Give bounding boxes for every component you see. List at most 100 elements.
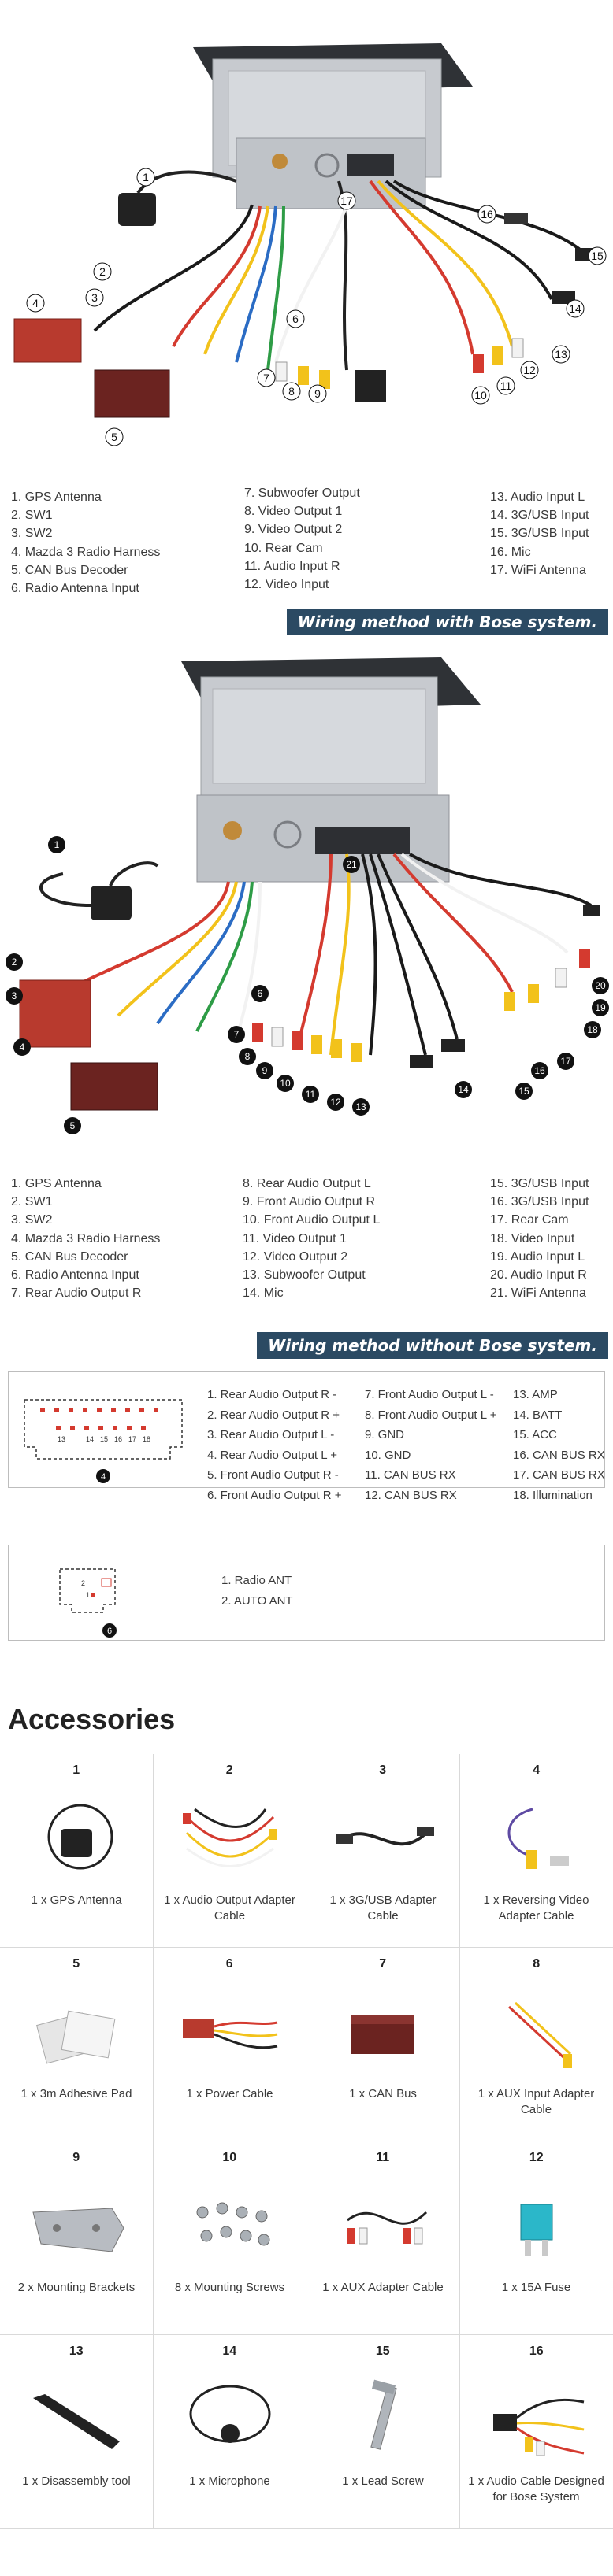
lead-screw-icon <box>370 2379 397 2450</box>
accessory-item: 10 8 x Mounting Screws <box>153 2141 306 2335</box>
bose-cable-icon <box>492 2398 584 2456</box>
adhesive-pad-icon <box>35 2010 116 2064</box>
canbus-box-icon <box>351 2015 414 2054</box>
head-unit-wiring-illustration-1: 1 2 3 4 5 6 7 8 9 10 11 12 13 14 15 16 1… <box>13 43 607 446</box>
svg-text:4: 4 <box>32 297 39 309</box>
gps-antenna-icon <box>47 1804 113 1870</box>
accessory-item: 1 1 x GPS Antenna <box>0 1754 154 1948</box>
svg-text:18: 18 <box>143 1435 150 1443</box>
svg-text:6: 6 <box>292 313 299 325</box>
svg-text:11: 11 <box>306 1089 316 1100</box>
wiring-diagram-with-bose: 1 2 3 4 5 6 7 8 9 10 11 12 13 14 15 16 1… <box>0 0 613 472</box>
svg-text:6: 6 <box>107 1627 112 1636</box>
power-harness-icon <box>182 2019 277 2049</box>
connector-4-pinout: 13 14 15 16 17 18 4 1. Rear Audio Output R -… <box>8 1371 605 1502</box>
microphone-icon <box>189 2385 270 2443</box>
svg-text:21: 21 <box>346 859 357 870</box>
screws-icon <box>196 2202 269 2246</box>
svg-text:2: 2 <box>81 1579 85 1587</box>
banner-without-bose: Wiring method without Bose system. <box>257 1332 608 1359</box>
accessories-title: Accessories <box>8 1703 176 1735</box>
wiring-diagram-without-bose: 1 2 3 4 5 6 7 8 9 10 11 12 13 14 15 16 1… <box>0 646 613 1157</box>
accessory-item: 8 1 x AUX Input Adapter Cable <box>459 1948 613 2141</box>
connector-6-diagram: 2 1 6 <box>59 1568 117 1638</box>
accessory-item: 3 1 x 3G/USB Adapter Cable <box>306 1754 460 1948</box>
svg-text:10: 10 <box>280 1078 291 1089</box>
svg-text:16: 16 <box>114 1435 122 1443</box>
svg-text:10: 10 <box>474 389 487 402</box>
svg-text:20: 20 <box>595 980 606 991</box>
accessory-item: 13 1 x Disassembly tool <box>0 2335 154 2529</box>
svg-text:2: 2 <box>12 957 17 968</box>
svg-text:1: 1 <box>86 1591 90 1599</box>
svg-text:13: 13 <box>355 1101 366 1112</box>
accessory-item: 5 1 x 3m Adhesive Pad <box>0 1948 154 2141</box>
svg-text:14: 14 <box>569 302 581 315</box>
banner-with-bose: Wiring method with Bose system. <box>286 609 608 635</box>
svg-text:3: 3 <box>12 990 17 1001</box>
svg-text:15: 15 <box>591 250 604 262</box>
accessory-item: 4 1 x Reversing Video Adapter Cable <box>459 1754 613 1948</box>
connector-4-col2: 7. Front Audio Output L -8. Front Audio … <box>365 1388 497 1502</box>
svg-text:5: 5 <box>70 1120 76 1131</box>
svg-text:13: 13 <box>58 1435 65 1443</box>
svg-text:5: 5 <box>111 431 117 443</box>
callout-1: 1 <box>143 171 149 183</box>
accessory-item: 2 1 x Audio Output Adapter Cable <box>153 1754 306 1948</box>
rca-cable-icon <box>182 1808 277 1867</box>
svg-text:6: 6 <box>258 988 263 999</box>
svg-text:1: 1 <box>54 839 60 850</box>
svg-text:12: 12 <box>523 364 536 376</box>
svg-text:13: 13 <box>555 348 567 361</box>
usb-cable-icon <box>336 1827 434 1846</box>
svg-text:14: 14 <box>86 1435 94 1443</box>
svg-text:7: 7 <box>234 1029 240 1040</box>
svg-text:17: 17 <box>340 194 353 207</box>
svg-text:3: 3 <box>91 291 98 304</box>
accessory-item: 9 2 x Mounting Brackets <box>0 2141 154 2335</box>
svg-text:19: 19 <box>595 1002 606 1013</box>
svg-text:15: 15 <box>100 1435 108 1443</box>
svg-text:17: 17 <box>128 1435 136 1443</box>
accessory-item: 7 1 x CAN Bus <box>306 1948 460 2141</box>
svg-text:9: 9 <box>314 387 321 400</box>
accessory-item: 16 1 x Audio Cable Designed for Bose Sys… <box>459 2335 613 2529</box>
accessory-item: 12 1 x 15A Fuse <box>459 2141 613 2335</box>
svg-text:15: 15 <box>518 1086 529 1097</box>
connector-4-diagram: 13 14 15 16 17 18 4 <box>24 1399 183 1483</box>
bracket-icon <box>32 2208 124 2252</box>
accessory-item: 6 1 x Power Cable <box>153 1948 306 2141</box>
svg-text:9: 9 <box>262 1065 268 1076</box>
aux-adapter-icon <box>347 2211 428 2245</box>
aux-cable-icon <box>507 2001 572 2068</box>
accessory-item: 11 1 x AUX Adapter Cable <box>306 2141 460 2335</box>
svg-text:8: 8 <box>288 385 295 398</box>
svg-text:4: 4 <box>101 1472 106 1482</box>
head-unit-wiring-illustration-2: 1 2 3 4 5 6 7 8 9 10 11 12 13 14 15 16 1… <box>6 657 609 1134</box>
accessory-item: 15 1 x Lead Screw <box>306 2335 460 2529</box>
video-cable-icon <box>507 1808 569 1869</box>
svg-text:18: 18 <box>587 1024 598 1035</box>
connector-4-col1: 1. Rear Audio Output R -2. Rear Audio Ou… <box>207 1388 342 1502</box>
accessory-item: 14 1 x Microphone <box>153 2335 306 2529</box>
svg-text:16: 16 <box>534 1065 545 1076</box>
svg-text:2: 2 <box>99 265 106 278</box>
svg-text:11: 11 <box>500 379 512 392</box>
svg-text:14: 14 <box>458 1084 469 1095</box>
svg-text:4: 4 <box>20 1042 25 1053</box>
pry-tool-icon <box>33 2394 120 2449</box>
svg-text:7: 7 <box>263 372 269 384</box>
svg-text:12: 12 <box>330 1097 341 1108</box>
svg-text:8: 8 <box>245 1051 251 1062</box>
svg-text:16: 16 <box>481 208 493 220</box>
fuse-icon <box>520 2204 552 2256</box>
